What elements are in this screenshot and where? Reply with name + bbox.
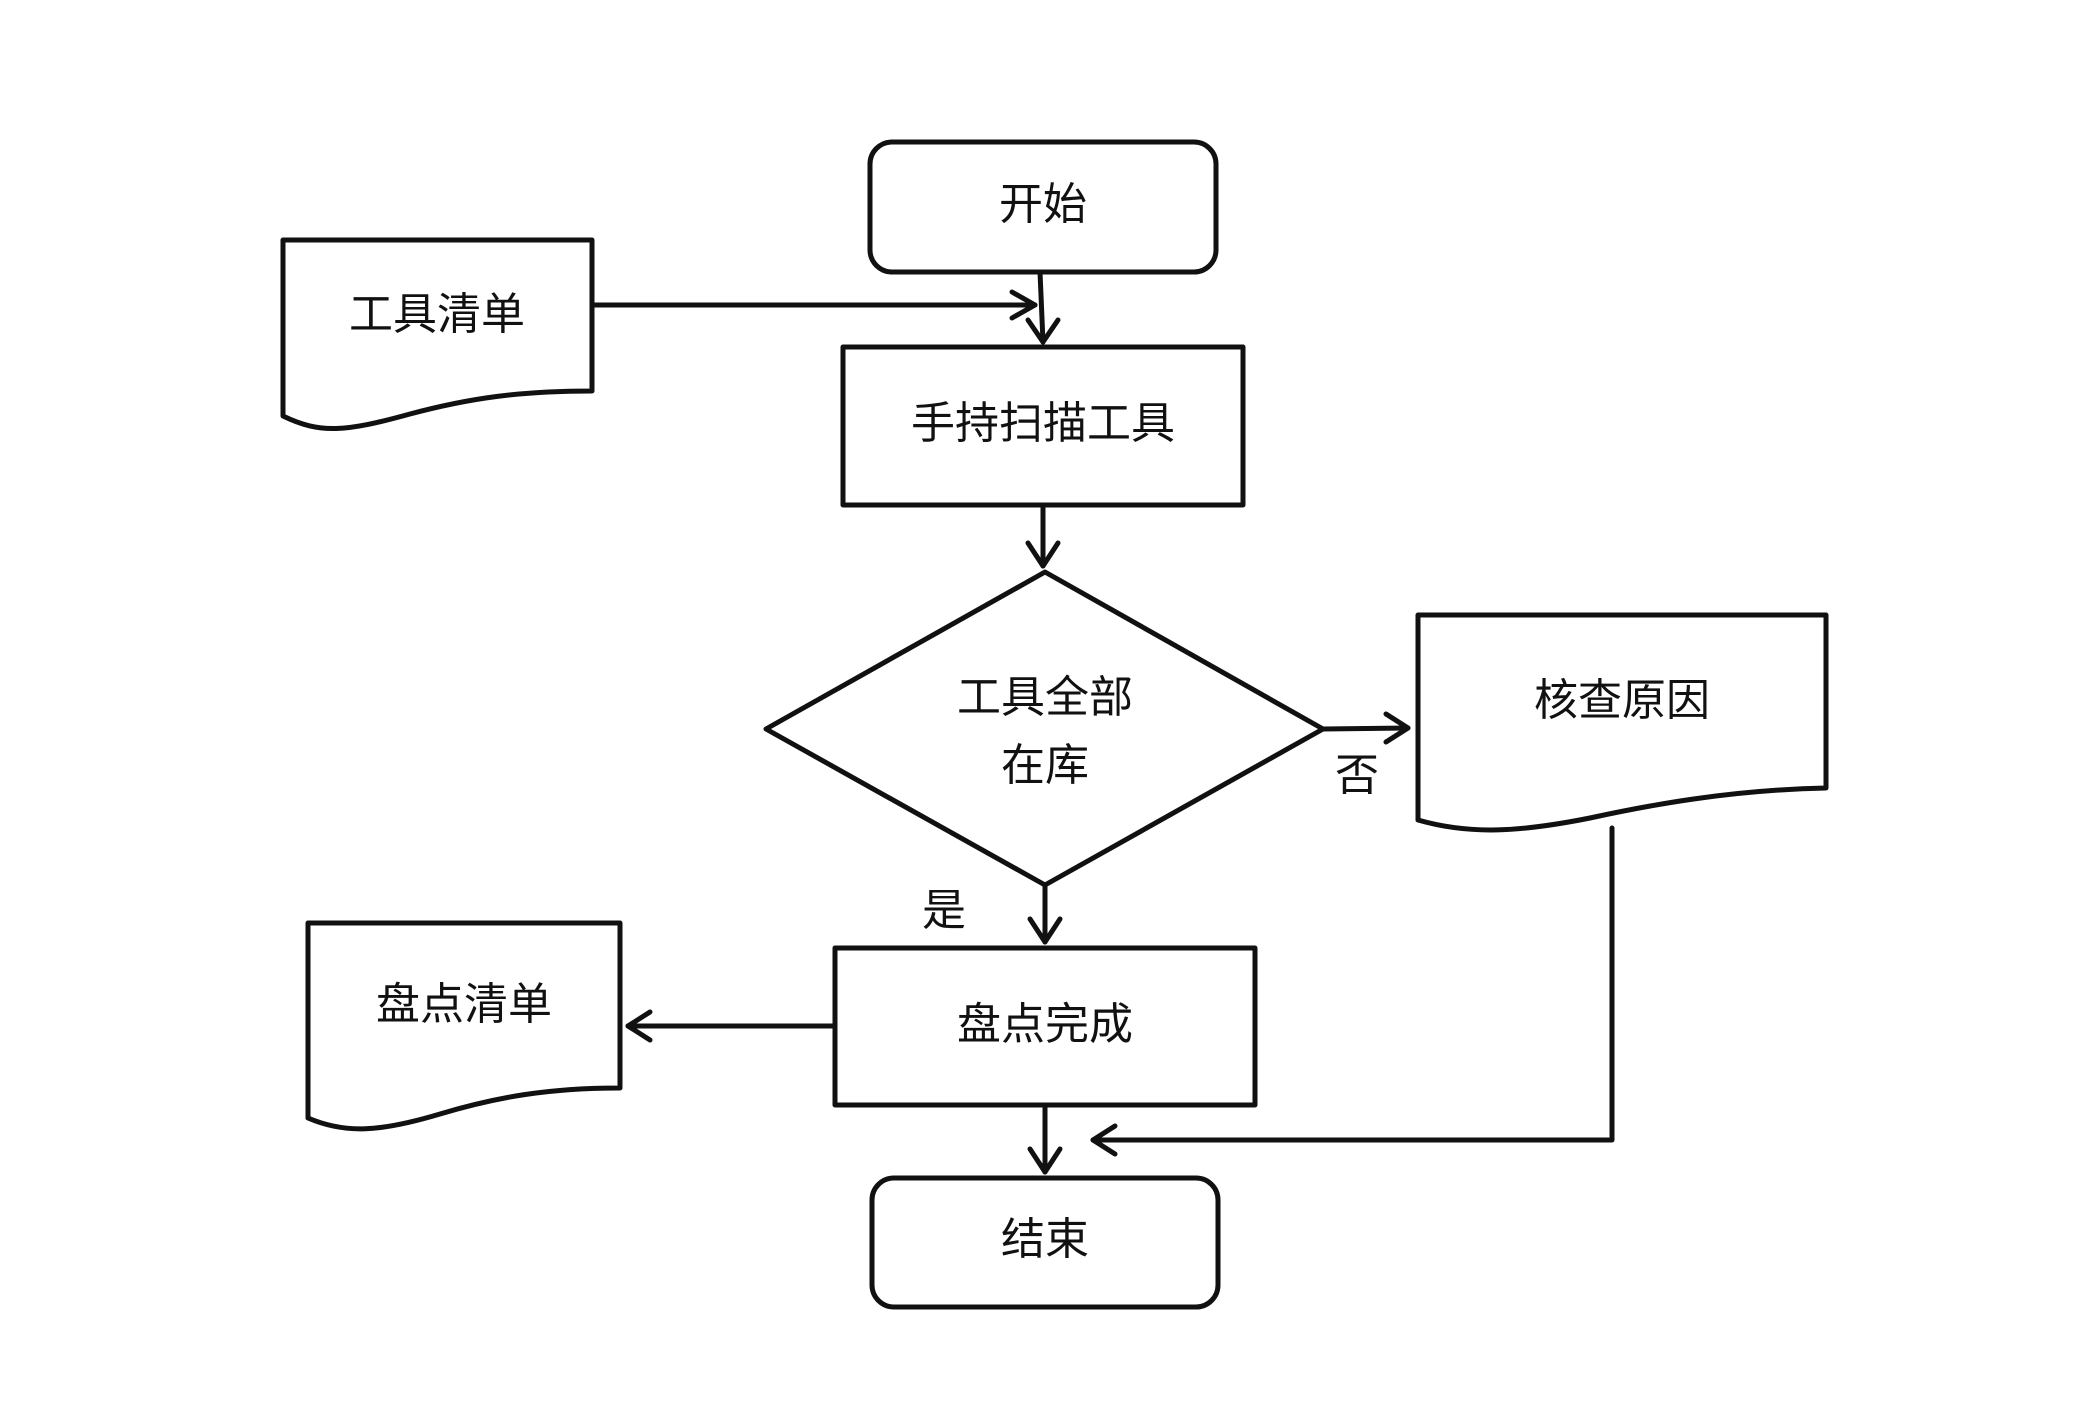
edge-decision-yes-to-done: 是 — [922, 882, 1063, 945]
scan-label: 手持扫描工具 — [911, 398, 1175, 449]
edge-decision-no-to-check-reason: 否 — [1320, 711, 1411, 801]
done-process: 盘点完成 — [832, 945, 1258, 1108]
check-reason-document: 核查原因 — [1415, 612, 1829, 833]
scan-process: 手持扫描工具 — [840, 344, 1246, 508]
done-label: 盘点完成 — [957, 999, 1133, 1050]
check-reason-label: 核查原因 — [1534, 675, 1710, 726]
inventory-list-label: 盘点清单 — [376, 979, 552, 1030]
edge-scan-to-decision — [1025, 502, 1061, 569]
start-label: 开始 — [999, 179, 1087, 230]
end-node: 结束 — [869, 1175, 1221, 1310]
decision-label-line2: 在库 — [1001, 740, 1089, 791]
tool-list-document: 工具清单 — [280, 237, 595, 431]
decision-label-line1: 工具全部 — [957, 672, 1133, 723]
start-node: 开始 — [867, 139, 1219, 275]
edge-done-to-inventory-list — [625, 1009, 838, 1043]
edge-label-yes: 是 — [922, 885, 966, 936]
tool-list-label: 工具清单 — [349, 289, 525, 340]
end-label: 结束 — [1001, 1214, 1089, 1265]
inventory-list-document: 盘点清单 — [305, 920, 623, 1132]
edge-label-no: 否 — [1335, 750, 1379, 801]
edge-done-to-end — [1027, 1102, 1063, 1175]
edge-check-reason-to-end — [1090, 825, 1615, 1157]
edge-start-to-scan — [1025, 269, 1061, 345]
decision-node: 工具全部 在库 — [763, 569, 1326, 888]
edge-tool-list-to-scan — [589, 289, 1038, 321]
